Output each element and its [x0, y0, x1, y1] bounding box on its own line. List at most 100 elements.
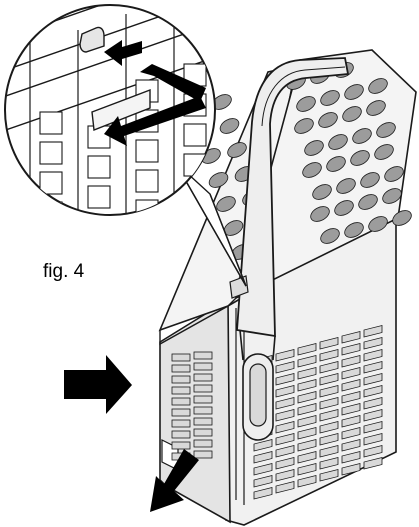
push-arrow-icon: [64, 355, 132, 414]
handle-inner-line: [261, 66, 346, 127]
lid-hole: [302, 162, 322, 178]
lid-edge: [159, 297, 237, 346]
lid-hole: [360, 172, 380, 188]
detail-slot: [136, 230, 158, 252]
slot: [319, 445, 339, 458]
lid-hole: [384, 166, 404, 182]
slot: [341, 427, 361, 440]
slot: [319, 469, 339, 482]
magnified-latch-detail: [4, 4, 216, 268]
slot: [297, 451, 317, 464]
lid-hole: [344, 84, 364, 100]
lid-hole: [374, 144, 394, 160]
slot: [341, 331, 361, 344]
slot: [193, 373, 213, 382]
lid-hole: [296, 96, 316, 112]
slot: [275, 349, 295, 362]
slot: [275, 481, 295, 494]
lid-hole: [382, 188, 402, 204]
lid-hole: [368, 78, 388, 94]
slot: [171, 397, 191, 406]
detail-slot: [39, 111, 63, 135]
slot: [275, 433, 295, 446]
slot: [319, 373, 339, 386]
slot: [171, 375, 191, 384]
slot: [297, 367, 317, 380]
left-end-slots: [171, 351, 213, 461]
slot: [297, 343, 317, 356]
slot: [341, 451, 361, 464]
slot: [193, 428, 213, 437]
slot: [275, 421, 295, 434]
slot: [341, 463, 361, 476]
slot: [275, 457, 295, 470]
detail-slot: [88, 216, 110, 238]
slot: [319, 397, 339, 410]
pull-arrow-icon: [104, 96, 206, 146]
lid-hole: [219, 118, 240, 134]
slot: [297, 439, 317, 452]
lid-hole: [312, 184, 332, 200]
slot: [319, 409, 339, 422]
detail-slot: [40, 232, 62, 254]
lid-hole: [328, 134, 348, 150]
detail-slot: [87, 125, 111, 149]
lid-hole: [318, 112, 338, 128]
lid-hole: [310, 206, 330, 222]
slot: [171, 408, 191, 417]
detail-slot: [87, 155, 111, 179]
slot: [275, 373, 295, 386]
slot: [363, 409, 383, 422]
slot: [253, 487, 273, 500]
slot: [275, 469, 295, 482]
slot: [193, 439, 213, 448]
lid-hole: [358, 194, 378, 210]
slot: [297, 475, 317, 488]
slot: [363, 445, 383, 458]
handle-arch: [236, 57, 350, 338]
slot: [193, 351, 213, 360]
slot: [275, 397, 295, 410]
slot: [319, 349, 339, 362]
slot: [171, 364, 191, 373]
handle-stem: [239, 329, 276, 361]
slot: [341, 439, 361, 452]
slot: [363, 421, 383, 434]
lid-hole: [376, 122, 396, 138]
slot: [253, 475, 273, 488]
lid-hole: [350, 150, 370, 166]
detail-slot: [88, 246, 110, 268]
slot: [341, 391, 361, 404]
lid-hole: [342, 106, 362, 122]
detail-slot: [39, 201, 63, 215]
slot: [171, 430, 191, 439]
slot: [275, 385, 295, 398]
slot: [341, 355, 361, 368]
detail-slot: [39, 141, 63, 165]
slide-arrow-icon: [104, 40, 142, 66]
slot: [319, 433, 339, 446]
slot: [363, 397, 383, 410]
pull-down-arrow-icon: [150, 449, 199, 512]
slot: [341, 367, 361, 380]
slot: [363, 385, 383, 398]
lid-hole: [320, 228, 340, 244]
bend-arrow-icon: [140, 64, 206, 102]
slot: [341, 415, 361, 428]
slot: [363, 457, 383, 470]
lid-hole: [326, 156, 346, 172]
slot: [363, 361, 383, 374]
lid-hole: [366, 100, 386, 116]
lid-hole: [368, 216, 388, 232]
slot: [319, 457, 339, 470]
slot: [297, 415, 317, 428]
slot: [297, 355, 317, 368]
slot: [275, 445, 295, 458]
slot: [275, 409, 295, 422]
detail-rails: [29, 5, 175, 215]
slot: [319, 385, 339, 398]
slot: [363, 349, 383, 362]
slot: [193, 395, 213, 404]
lid-hole: [320, 90, 340, 106]
slot: [297, 379, 317, 392]
